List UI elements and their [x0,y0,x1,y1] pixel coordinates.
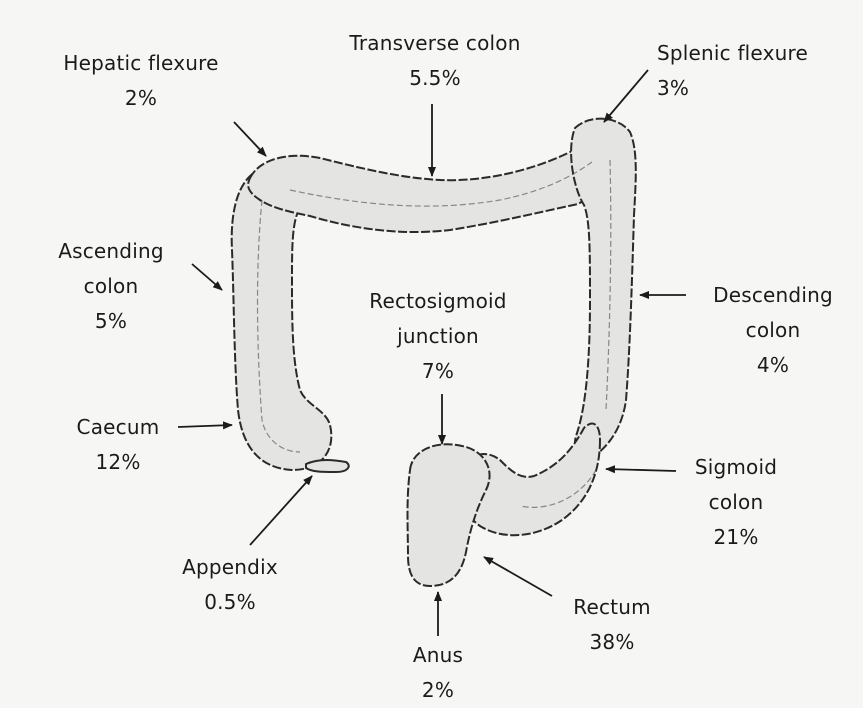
sigmoid-colon-line1: Sigmoid [666,450,806,485]
caecum-percent: 12% [58,445,178,480]
descending-colon-line2: colon [688,313,858,348]
caecum-name: Caecum [58,410,178,445]
rectum-name: Rectum [552,590,672,625]
arrow-hepatic-flexure [234,122,266,156]
rectum-percent: 38% [552,625,672,660]
transverse-colon-shape [248,146,600,232]
descending-colon-percent: 4% [688,348,858,383]
sigmoid-colon-line2: colon [666,485,806,520]
splenic-flexure-percent: 3% [657,71,857,106]
arrow-appendix [250,476,312,545]
label-caecum: Caecum 12% [58,410,178,480]
transverse-colon-percent: 5.5% [320,61,550,96]
label-transverse-colon: Transverse colon 5.5% [320,26,550,96]
sigmoid-colon-percent: 21% [666,520,806,555]
rectosigmoid-percent: 7% [338,354,538,389]
anus-percent: 2% [392,673,484,708]
appendix-shape [306,460,349,472]
label-rectosigmoid-junction: Rectosigmoid junction 7% [338,284,538,389]
label-descending-colon: Descending colon 4% [688,278,858,383]
rectosigmoid-line1: Rectosigmoid [338,284,538,319]
label-rectum: Rectum 38% [552,590,672,660]
ascending-colon-percent: 5% [36,304,186,339]
ascending-colon-line1: Ascending [36,234,186,269]
label-appendix: Appendix 0.5% [160,550,300,620]
arrow-ascending-colon [192,264,222,290]
descending-colon-line1: Descending [688,278,858,313]
label-sigmoid-colon: Sigmoid colon 21% [666,450,806,555]
appendix-percent: 0.5% [160,585,300,620]
label-ascending-colon: Ascending colon 5% [36,234,186,339]
hepatic-flexure-percent: 2% [36,81,246,116]
label-anus: Anus 2% [392,638,484,708]
arrow-splenic-flexure [604,70,648,122]
arrow-rectum [484,557,552,596]
label-splenic-flexure: Splenic flexure 3% [657,36,857,106]
rectosigmoid-line2: junction [338,319,538,354]
arrow-caecum [178,425,232,427]
anus-name: Anus [392,638,484,673]
ascending-colon-line2: colon [36,269,186,304]
transverse-colon-name: Transverse colon [320,26,550,61]
appendix-name: Appendix [160,550,300,585]
label-hepatic-flexure: Hepatic flexure 2% [36,46,246,116]
splenic-flexure-name: Splenic flexure [657,36,857,71]
hepatic-flexure-name: Hepatic flexure [36,46,246,81]
